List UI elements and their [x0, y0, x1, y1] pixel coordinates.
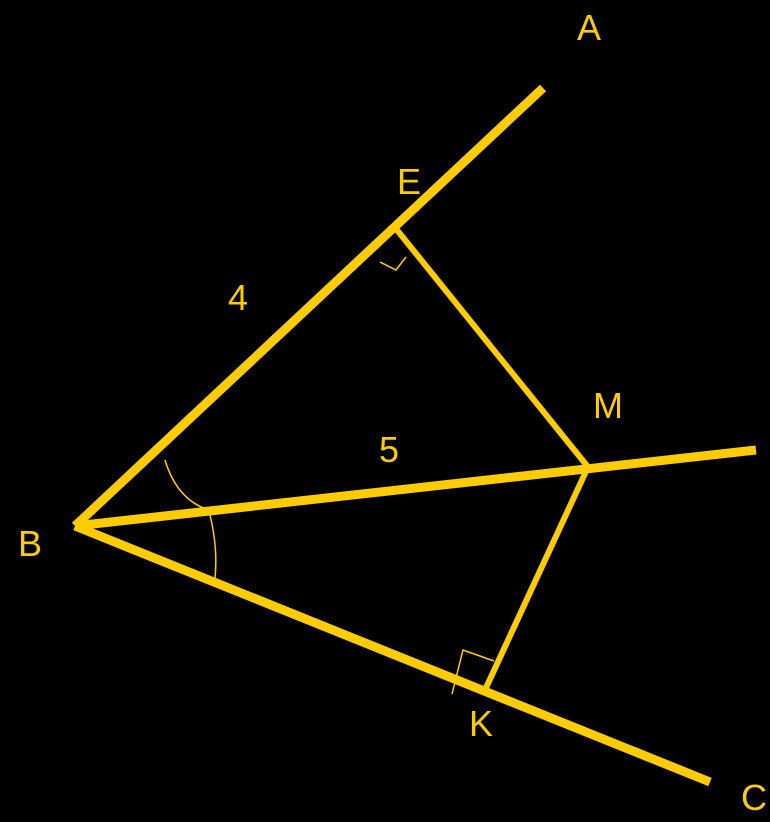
- right-angle-mark-e: [379, 256, 407, 271]
- label-point-k: K: [469, 703, 493, 744]
- ray-bc: [73, 521, 712, 787]
- label-segment-be: 4: [228, 277, 248, 318]
- ray-bm-bisector: [74, 445, 757, 531]
- segment-mk: [482, 465, 591, 692]
- label-segment-bm: 5: [379, 429, 399, 470]
- angle-arc-mbc: [209, 514, 217, 579]
- segment-em: [394, 228, 591, 469]
- label-point-a: A: [577, 7, 601, 48]
- right-angle-mark-k: [451, 649, 495, 695]
- ray-ba: [71, 84, 547, 530]
- angle-arc-abm: [164, 459, 210, 511]
- label-point-c: C: [741, 777, 767, 818]
- label-point-b: B: [18, 523, 42, 564]
- label-point-e: E: [397, 161, 421, 202]
- label-point-m: M: [593, 385, 623, 426]
